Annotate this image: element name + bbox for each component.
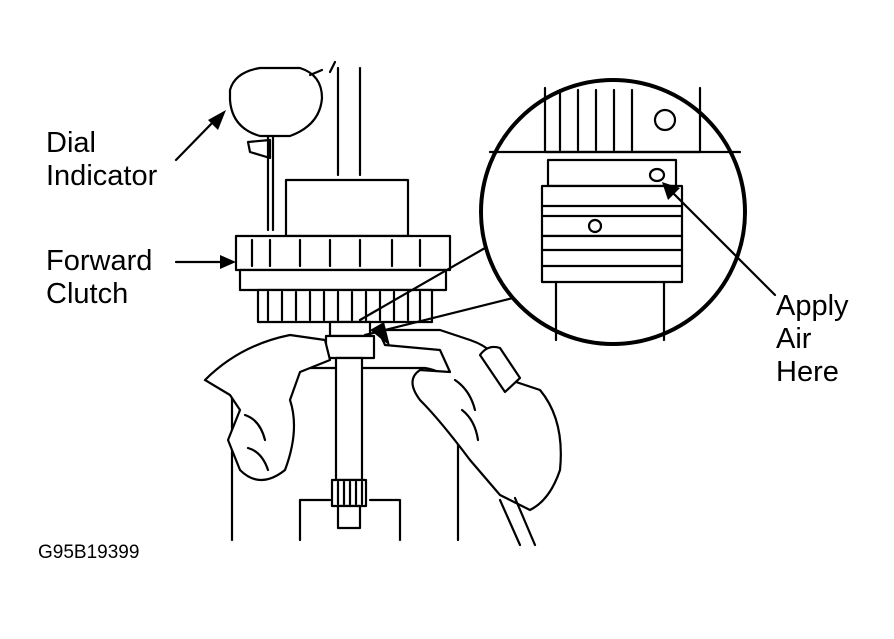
apply-air-arrow (662, 182, 777, 297)
label-forward-line2: Clutch (46, 278, 129, 310)
left-hand (203, 333, 332, 482)
label-forward-line1: Forward (46, 245, 153, 277)
right-hand-air-gun (370, 322, 562, 547)
forward-clutch-arrow (174, 255, 236, 269)
support-rod (336, 66, 362, 177)
label-dial-line1: Dial (46, 127, 96, 159)
top-block (284, 178, 410, 238)
detail-magnifier (479, 78, 747, 346)
label-forward-clutch: Forward Clutch (46, 245, 152, 311)
dial-indicator (228, 60, 337, 232)
input-shaft (324, 320, 376, 530)
label-apply-line2: Air (776, 323, 812, 355)
label-apply-line1: Apply (776, 290, 849, 322)
figure-id: G95B19399 (38, 542, 140, 563)
dial-indicator-arrow (174, 110, 226, 162)
label-apply-air-here: Apply Air Here (776, 290, 849, 389)
label-dial-line2: Indicator (46, 160, 158, 192)
label-dial-indicator: Dial Indicator (46, 127, 157, 193)
label-apply-line3: Here (776, 356, 839, 388)
forward-clutch-drum (234, 234, 452, 324)
